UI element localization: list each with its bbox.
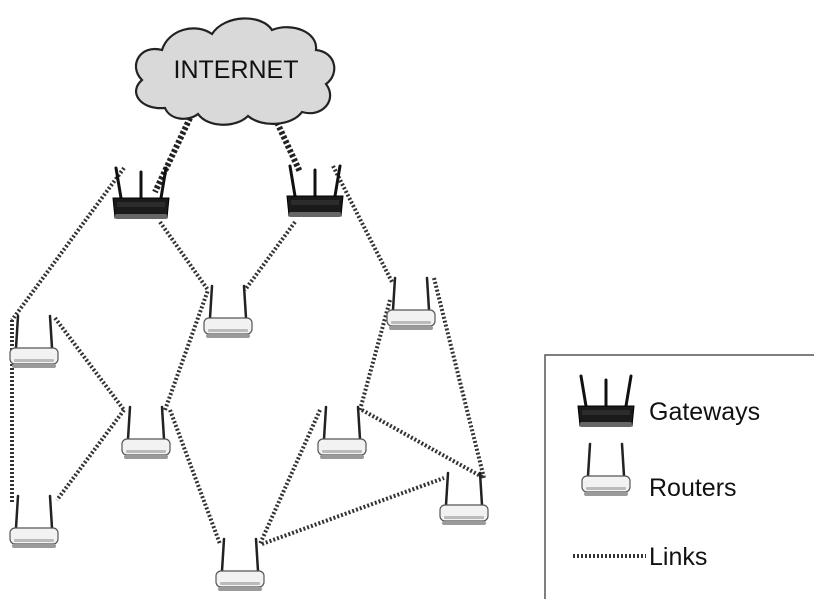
- link-r7-r9: [261, 476, 445, 546]
- router-icon: [438, 471, 490, 527]
- router-node-7: [214, 537, 266, 593]
- router-node-3: [385, 276, 437, 332]
- link-r3-r5: [358, 299, 392, 411]
- legend-routers-label: Routers: [649, 474, 737, 502]
- legend-links: Links: [573, 543, 707, 571]
- link-r4-r6: [55, 408, 126, 502]
- link-internet-gw1: [152, 116, 193, 194]
- router-node-1: [8, 314, 60, 370]
- internet-cloud: INTERNET: [134, 17, 336, 126]
- router-node-8: [438, 471, 490, 527]
- cloud-label: INTERNET: [174, 56, 299, 84]
- link-r5-r7: [258, 409, 322, 545]
- cloud-icon: [134, 17, 336, 126]
- link-r5-r8: [361, 408, 485, 480]
- link-gw2-r2: [243, 220, 297, 292]
- legend-frame: [544, 354, 814, 599]
- legend: Gateways Routers Links: [544, 354, 814, 599]
- gateway-icon: [285, 164, 345, 219]
- legend-gateways: Gateways: [576, 374, 760, 429]
- router-node-6: [8, 494, 60, 550]
- router-node-5: [316, 405, 368, 461]
- router-icon: [8, 314, 60, 370]
- router-icon: [316, 405, 368, 461]
- legend-links-label: Links: [649, 543, 707, 571]
- link-r4-r7: [168, 409, 222, 545]
- link-gw1-r2: [158, 220, 210, 292]
- link-internet-gw2: [272, 116, 303, 174]
- link-r3-r8: [432, 277, 486, 479]
- router-icon: [580, 442, 632, 498]
- link-r4-r2: [163, 289, 210, 411]
- gateway-icon: [111, 166, 171, 221]
- gateway-node-2: [285, 164, 345, 219]
- legend-gateways-label: Gateways: [649, 398, 760, 426]
- link-gw1-r1: [10, 166, 126, 322]
- gateway-node-1: [111, 166, 171, 221]
- links-layer: [10, 116, 486, 546]
- router-node-2: [202, 284, 254, 340]
- legend-routers: Routers: [580, 442, 737, 502]
- link-gw2-r3: [331, 165, 394, 283]
- router-icon: [214, 537, 266, 593]
- gateway-icon: [576, 374, 636, 429]
- router-icon: [8, 494, 60, 550]
- link-r1-r4: [53, 316, 126, 412]
- router-icon: [120, 405, 172, 461]
- router-icon: [385, 276, 437, 332]
- router-node-4: [120, 405, 172, 461]
- router-icon: [202, 284, 254, 340]
